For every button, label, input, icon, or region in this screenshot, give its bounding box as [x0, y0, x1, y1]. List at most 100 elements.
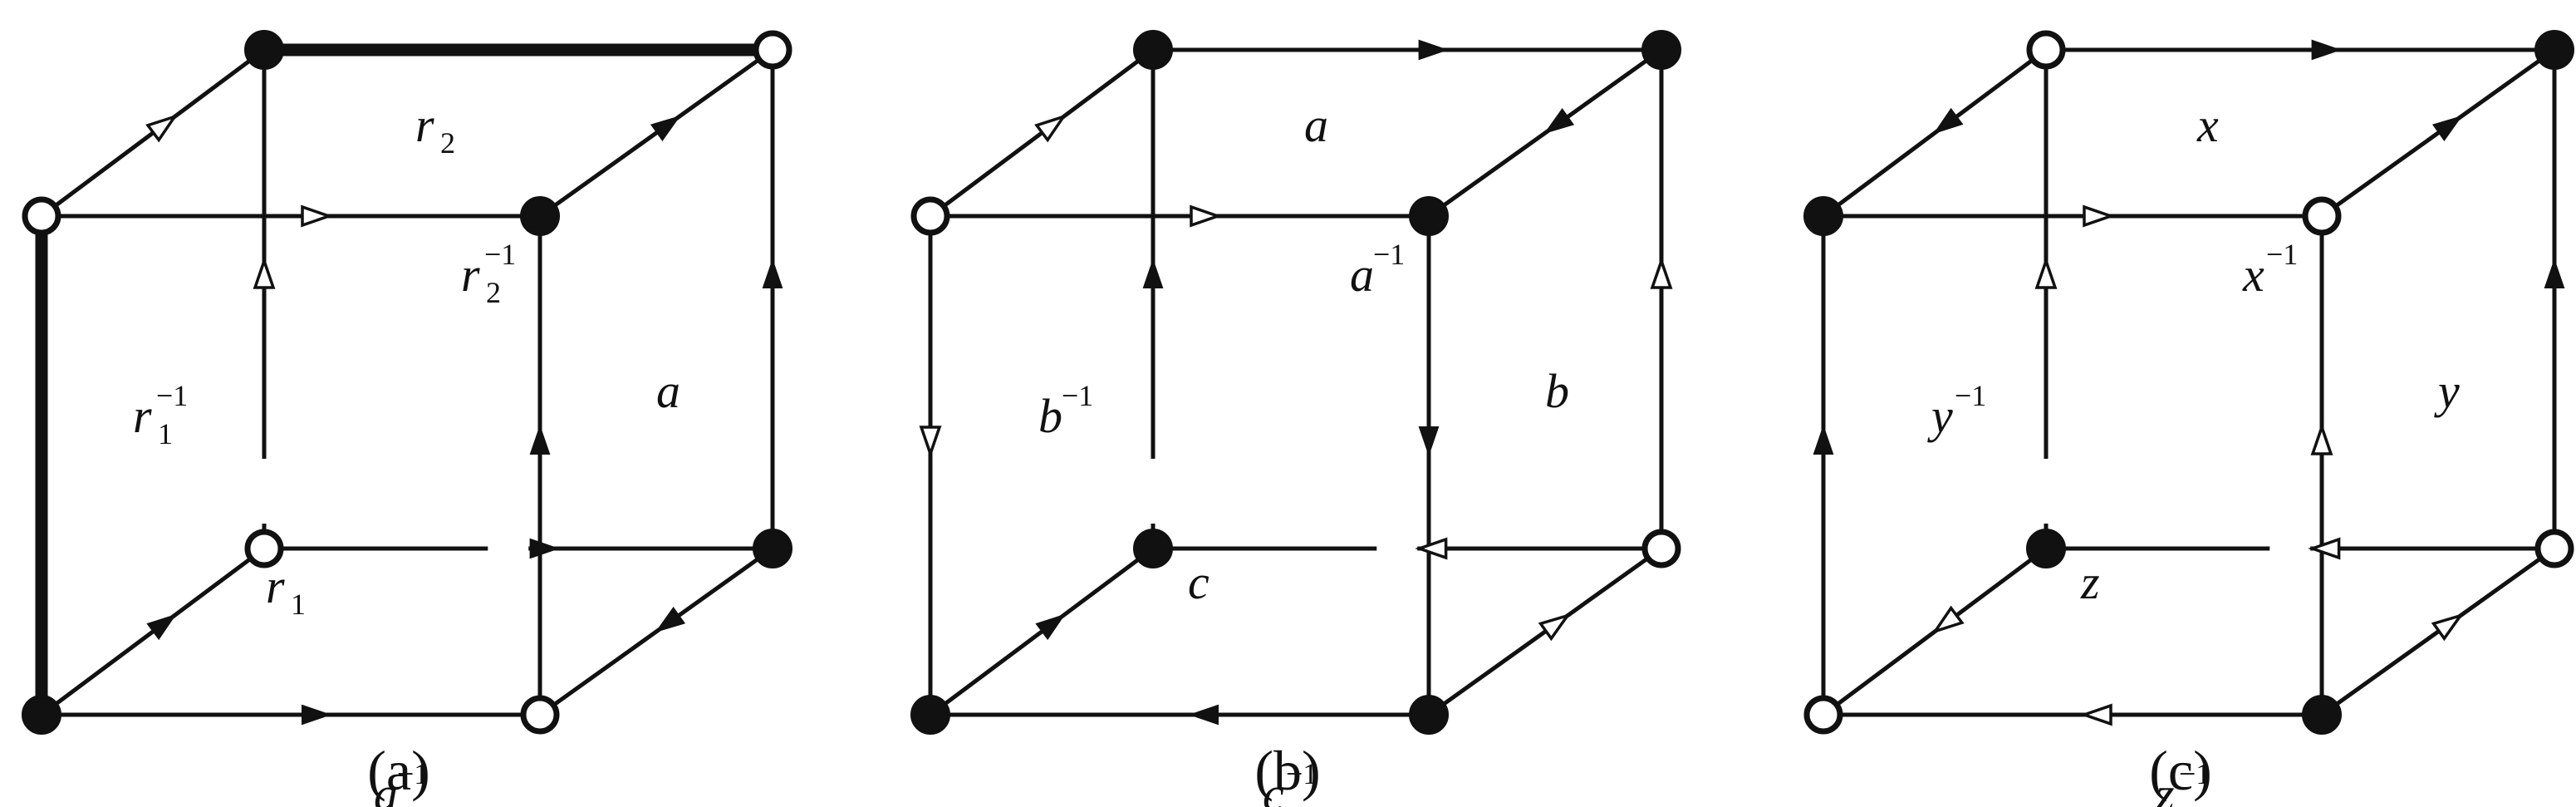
face-label-symbol: c: [1263, 767, 1284, 807]
face-label-symbol: c: [1188, 555, 1209, 609]
hollow-vertex: [244, 529, 284, 568]
filled-vertex: [910, 695, 950, 735]
face-label-symbol: a: [1304, 98, 1328, 152]
edge-arrow-icon: [2431, 613, 2465, 642]
face-label: x−1: [2242, 238, 2298, 302]
edge-arrow-icon: [2034, 256, 2058, 289]
face-label-subscript: 1: [158, 417, 173, 450]
face-label: y−1: [1927, 379, 1986, 443]
face-label-symbol: x: [2242, 248, 2264, 302]
face-label-superscript: −1: [156, 379, 188, 412]
edge-arrow-icon: [1035, 613, 1066, 641]
edge-arrow-icon: [2310, 422, 2333, 455]
edge-arrow-icon: [1418, 39, 1449, 61]
edge-arrow-icon: [253, 256, 276, 289]
face-label-symbol: r: [133, 389, 152, 443]
face-label-symbol: y: [2434, 364, 2460, 418]
face-label-subscript: 2: [440, 126, 455, 160]
filled-vertex: [2026, 529, 2066, 568]
edge-arrow-icon: [302, 704, 332, 726]
edge-arrow-icon: [529, 538, 560, 559]
edge-arrow-icon: [2311, 39, 2342, 61]
edge-arrow-icon: [301, 204, 334, 228]
edge-arrow-icon: [1933, 107, 1964, 135]
face-label-symbol: x: [2196, 98, 2219, 152]
face-label: a−1: [1350, 238, 1405, 302]
hollow-vertex: [22, 196, 61, 236]
filled-vertex: [2302, 695, 2342, 735]
face-label: c: [1188, 555, 1209, 609]
face-label-subscript: 1: [291, 588, 306, 621]
face-label-symbol: z: [2080, 555, 2100, 609]
panel-caption: (a): [367, 739, 429, 802]
face-label: z−1: [2155, 757, 2210, 807]
edge-arrow-icon: [1142, 258, 1164, 288]
hollow-vertex: [753, 30, 792, 70]
edge-arrow-icon: [1931, 605, 1965, 634]
face-label-superscript: −1: [484, 238, 516, 271]
edge-arrow-icon: [1538, 613, 1572, 642]
hollow-vertex: [2534, 529, 2574, 568]
cube-edge: [538, 47, 774, 219]
face-label-symbol: y: [1927, 389, 1953, 443]
panel-caption: (b): [1254, 739, 1320, 802]
edge-arrow-icon: [1190, 204, 1223, 228]
edge-arrow-icon: [1415, 537, 1448, 560]
face-label-symbol: a: [1350, 248, 1374, 302]
face-label-symbol: a: [374, 767, 398, 807]
edge-arrow-icon: [2308, 537, 2341, 560]
face-label-symbol: z: [2155, 767, 2175, 807]
face-label-superscript: −1: [1955, 379, 1986, 412]
filled-vertex: [753, 529, 792, 568]
face-label-superscript: −1: [2179, 757, 2210, 790]
face-label-symbol: r: [461, 248, 480, 302]
face-label-subscript: 2: [486, 276, 501, 309]
hollow-vertex: [2302, 196, 2342, 236]
filled-vertex: [1803, 196, 1843, 236]
edge-arrow-icon: [1034, 114, 1067, 143]
filled-vertex: [1641, 30, 1681, 70]
filled-vertex: [1409, 196, 1449, 236]
edge-arrow-icon: [2079, 703, 2112, 726]
cube-edge: [2320, 47, 2556, 219]
face-label: b−1: [1038, 379, 1093, 443]
edge-arrow-icon: [1813, 424, 1834, 455]
face-label-symbol: a: [656, 364, 680, 418]
edge-arrow-icon: [2544, 258, 2565, 288]
filled-vertex: [1133, 529, 1173, 568]
filled-vertex: [2534, 30, 2574, 70]
face-label-superscript: −1: [397, 757, 429, 790]
edge-arrow-icon: [2431, 115, 2463, 141]
edge-arrow-icon: [919, 426, 942, 459]
face-label-symbol: b: [1545, 364, 1569, 418]
edge-arrow-icon: [655, 607, 686, 633]
face-label: c−1: [1263, 757, 1317, 807]
face-label: a−1: [374, 757, 429, 807]
filled-vertex: [244, 30, 284, 70]
face-label-symbol: r: [415, 98, 434, 152]
face-label-superscript: −1: [1373, 238, 1405, 271]
edge-arrow-icon: [1650, 256, 1673, 289]
panel-caption: (c): [2149, 739, 2211, 802]
hollow-vertex: [910, 196, 950, 236]
face-label-symbol: b: [1038, 389, 1062, 443]
filled-vertex: [1133, 30, 1173, 70]
hollow-vertex: [1803, 695, 1843, 735]
edge-arrow-icon: [529, 424, 551, 455]
filled-vertex: [1409, 695, 1449, 735]
edge-arrow-icon: [146, 613, 177, 641]
face-label: a: [1304, 98, 1328, 152]
face-label: a: [656, 364, 680, 418]
edge-arrow-icon: [1188, 704, 1219, 726]
face-label-superscript: −1: [1062, 379, 1093, 412]
face-label-superscript: −1: [1286, 757, 1317, 790]
face-label: y: [2434, 364, 2460, 418]
hollow-vertex: [1641, 529, 1681, 568]
